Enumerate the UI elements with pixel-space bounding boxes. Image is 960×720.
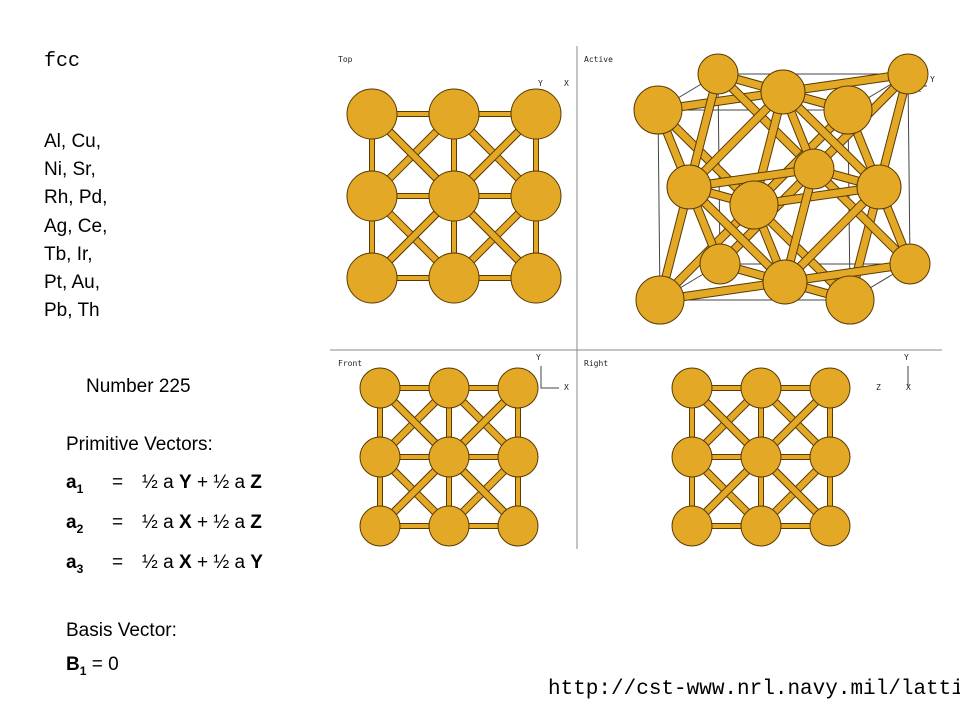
atom <box>729 180 779 230</box>
element-line: Rh, Pd, <box>44 187 108 209</box>
atom <box>497 367 539 409</box>
axis-label: Z <box>876 383 881 392</box>
vector-rhs: ½ a X + ½ a Z <box>142 512 262 533</box>
atom <box>428 505 470 547</box>
atom <box>740 436 782 478</box>
vector-subscript: 1 <box>76 481 84 496</box>
axis-label: X <box>564 383 569 392</box>
view-label-active: Active <box>584 55 613 64</box>
atom <box>359 367 401 409</box>
top-view <box>346 88 562 304</box>
atom <box>428 88 480 140</box>
atom <box>697 53 739 95</box>
vector-equals: = <box>112 512 124 533</box>
atom <box>633 85 683 135</box>
vector-rhs: ½ a Y + ½ a Z <box>142 472 262 493</box>
atom <box>809 436 851 478</box>
bond <box>811 166 913 267</box>
basis-vector: B1 = 0 <box>66 654 119 678</box>
bond <box>780 89 882 190</box>
atom <box>497 436 539 478</box>
atom <box>699 243 741 285</box>
atom <box>823 85 873 135</box>
bond <box>715 71 817 172</box>
atom <box>510 252 562 304</box>
atom <box>671 436 713 478</box>
source-url: http://cst-www.nrl.navy.mil/lattice/ <box>548 678 960 701</box>
axis-label: Y <box>538 79 543 88</box>
element-line: Tb, Ir, <box>44 243 93 265</box>
bond <box>686 184 788 285</box>
atom <box>671 505 713 547</box>
page-title: fcc <box>44 50 81 73</box>
atom <box>428 170 480 222</box>
atom <box>740 367 782 409</box>
vector-equals: = <box>112 552 124 573</box>
axis-label: Y <box>930 75 935 84</box>
atom <box>510 88 562 140</box>
vector-symbol: a <box>66 512 77 533</box>
atom <box>428 436 470 478</box>
atom <box>510 170 562 222</box>
vector-rhs: ½ a X + ½ a Y <box>142 552 263 573</box>
element-line: Ag, Ce, <box>44 215 108 237</box>
primitive-vector-a3: a3 = ½ a X + ½ a Y <box>66 552 263 576</box>
atom <box>856 164 902 210</box>
atom <box>346 170 398 222</box>
atom <box>889 243 931 285</box>
atom <box>635 275 685 325</box>
vector-equals: = <box>112 472 124 493</box>
active-3d-view <box>633 53 931 325</box>
atom <box>666 164 712 210</box>
axis-label: X <box>564 79 569 88</box>
cell-edge <box>907 73 911 265</box>
vector-symbol: a <box>66 472 77 493</box>
view-label-front: Front <box>338 359 362 368</box>
primitive-vectors-heading: Primitive Vectors: <box>66 434 213 455</box>
vector-symbol: a <box>66 552 77 573</box>
element-line: Pt, Au, <box>44 272 100 294</box>
vector-subscript: 2 <box>76 521 84 536</box>
view-label-right: Right <box>584 359 608 368</box>
atom <box>346 88 398 140</box>
atom <box>428 367 470 409</box>
lattice-views-panel: Top Y X Active Z Y X Front Y X Right Y Z… <box>330 46 942 549</box>
atom <box>825 275 875 325</box>
cell-edge <box>657 109 661 301</box>
atom <box>359 436 401 478</box>
element-line: Ni, Sr, <box>44 159 96 181</box>
element-line: Pb, Th <box>44 300 100 322</box>
atom <box>809 505 851 547</box>
front-view <box>359 367 539 547</box>
atom <box>760 69 806 115</box>
atom <box>887 53 929 95</box>
atom <box>359 505 401 547</box>
basis-vector-heading: Basis Vector: <box>66 620 177 641</box>
atom <box>793 148 835 190</box>
atom <box>671 367 713 409</box>
atom <box>346 252 398 304</box>
atom <box>740 505 782 547</box>
atom <box>497 505 539 547</box>
space-group-number: Number 225 <box>86 376 191 397</box>
atom <box>762 259 808 305</box>
vector-subscript: 3 <box>76 561 84 576</box>
primitive-vector-a1: a1 = ½ a Y + ½ a Z <box>66 472 262 496</box>
primitive-vector-a2: a2 = ½ a X + ½ a Z <box>66 512 262 536</box>
atom <box>428 252 480 304</box>
right-view <box>671 367 851 547</box>
element-list: Al, Cu, Ni, Sr, Rh, Pd, Ag, Ce, Tb, Ir, … <box>44 128 107 325</box>
axis-label: Y <box>536 353 541 362</box>
atom <box>809 367 851 409</box>
element-line: Al, Cu, <box>44 131 102 152</box>
view-label-top: Top <box>338 55 353 64</box>
axis-label: Y <box>904 353 909 362</box>
